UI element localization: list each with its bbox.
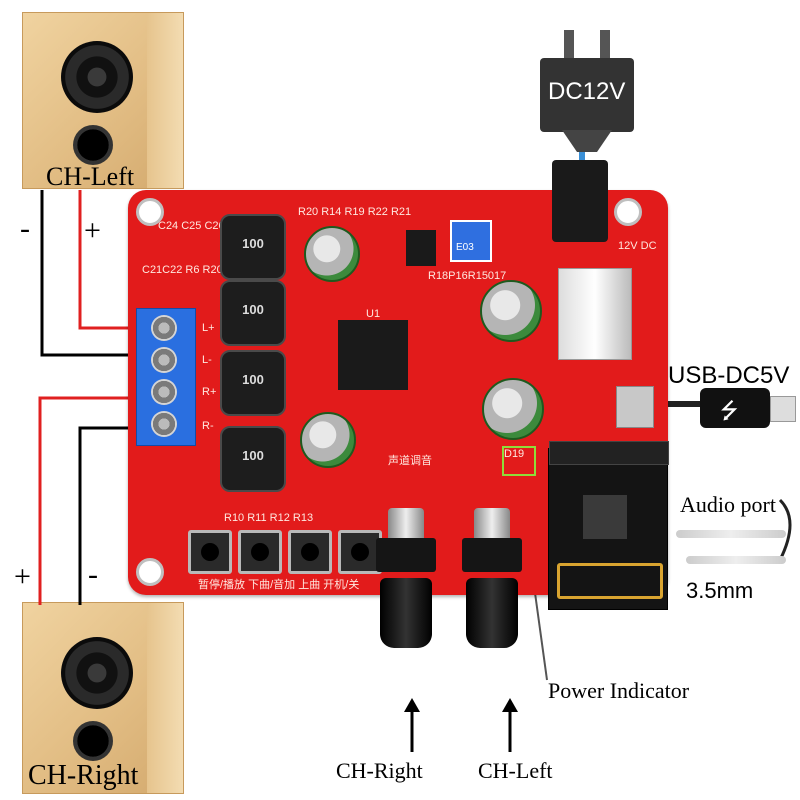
bass-port-icon (73, 721, 113, 761)
silk-buttons: 暂停/播放 下曲/音加 上曲 开机/关 (198, 579, 360, 591)
left-plus-sign: + (84, 214, 101, 247)
audio-port-label: Audio port (680, 492, 776, 517)
usb-dc5v-label: USB-DC5V (668, 362, 790, 389)
left-minus-sign: - (20, 212, 30, 245)
dc12v-label: DC12V (548, 78, 626, 105)
knob-left-label: CH-Left (478, 758, 553, 783)
indicator-ref: D19 (504, 448, 525, 460)
audio-cable (778, 498, 792, 561)
module-chip (583, 495, 627, 539)
silk-dc: 12V DC (618, 240, 657, 252)
right-minus-sign: - (88, 558, 98, 591)
micro-usb-port[interactable] (616, 386, 654, 428)
plug-body (540, 58, 634, 132)
inductor: 100 (220, 214, 286, 280)
inductor: 100 (220, 350, 286, 416)
trim-pot[interactable]: E03 (450, 220, 492, 262)
heatsink (558, 268, 632, 360)
terminal-label-rminus: R- (202, 420, 214, 432)
knob-body (376, 538, 436, 572)
antenna-trace (557, 563, 663, 599)
audio-jack-icon (686, 556, 786, 564)
speaker-left (22, 12, 184, 189)
capacitor (480, 280, 542, 342)
silk-caps: C24 C25 C26 (158, 220, 225, 232)
bluetooth-module (548, 441, 669, 610)
knob-body (462, 538, 522, 572)
audio-jack-icon (676, 530, 786, 538)
dc-jack[interactable] (552, 160, 608, 242)
terminal-label-lminus: L- (202, 354, 212, 366)
knob-cap (466, 578, 518, 648)
woofer-icon (61, 637, 133, 709)
mount-hole (136, 198, 164, 226)
terminal-screw[interactable] (151, 379, 177, 405)
arrow-up-icon (502, 698, 518, 712)
next-vol-up-button[interactable] (238, 530, 282, 574)
mount-hole (614, 198, 642, 226)
wire-left-minus (40, 190, 145, 357)
module-header (549, 441, 669, 465)
volume-knob-right[interactable] (374, 508, 438, 648)
amplifier-chip (338, 320, 408, 390)
silk-refs-pcb: R18P16R15017 (428, 270, 507, 282)
knob-right-label: CH-Right (336, 758, 423, 783)
usb-connector (770, 396, 796, 422)
silk-refs-row: C21C22 R6 R20 (142, 264, 223, 276)
silk-knob-label: 声道调音 (388, 455, 432, 467)
arrow-up-icon (404, 698, 420, 712)
silk-refs-bottom: R10 R11 R12 R13 (224, 512, 314, 524)
inductor: 100 (220, 280, 286, 346)
regulator-chip (406, 230, 436, 266)
speaker-left-label: CH-Left (46, 162, 135, 191)
wire-left-plus (78, 190, 145, 330)
capacitor (300, 412, 356, 468)
woofer-icon (61, 41, 133, 113)
terminal-screw[interactable] (151, 347, 177, 373)
dc-plug: DC12V (540, 30, 634, 152)
speaker-side (147, 13, 183, 188)
silk-refs-top: R20 R14 R19 R22 R21 (298, 206, 412, 218)
jack-size-label: 3.5mm (686, 578, 754, 603)
terminal-label-rplus: R+ (202, 386, 217, 398)
trim-pot-label: E03 (456, 242, 474, 253)
terminal-label-lplus: L+ (202, 322, 215, 334)
speaker-right (22, 602, 184, 794)
capacitor (304, 226, 360, 282)
prev-button[interactable] (288, 530, 332, 574)
speaker-side (147, 603, 183, 793)
power-indicator-label: Power Indicator (548, 678, 690, 703)
plug-prong (600, 30, 610, 60)
usb-plug: ⭍ (700, 388, 770, 428)
plug-prong (564, 30, 574, 60)
pause-play-button[interactable] (188, 530, 232, 574)
mount-hole (136, 558, 164, 586)
inductor: 100 (220, 426, 286, 492)
wire-right-plus (38, 396, 145, 605)
wire-right-minus (78, 426, 145, 605)
bass-port-icon (73, 125, 113, 165)
chip-ref: U1 (366, 308, 381, 320)
indicator-box (502, 446, 536, 476)
terminal-screw[interactable] (151, 411, 177, 437)
knob-cap (380, 578, 432, 648)
capacitor (482, 378, 544, 440)
plug-neck (562, 130, 612, 152)
right-plus-sign: + (14, 560, 31, 593)
terminal-screw[interactable] (151, 315, 177, 341)
amplifier-board: C24 C25 C26 R20 R14 R19 R22 R21 C21C22 R… (128, 160, 669, 610)
power-button[interactable] (338, 530, 382, 574)
usb-icon: ⭍ (720, 399, 739, 424)
volume-knob-left[interactable] (460, 508, 524, 648)
speaker-terminal-block (136, 308, 196, 446)
speaker-right-label: CH-Right (28, 760, 139, 791)
